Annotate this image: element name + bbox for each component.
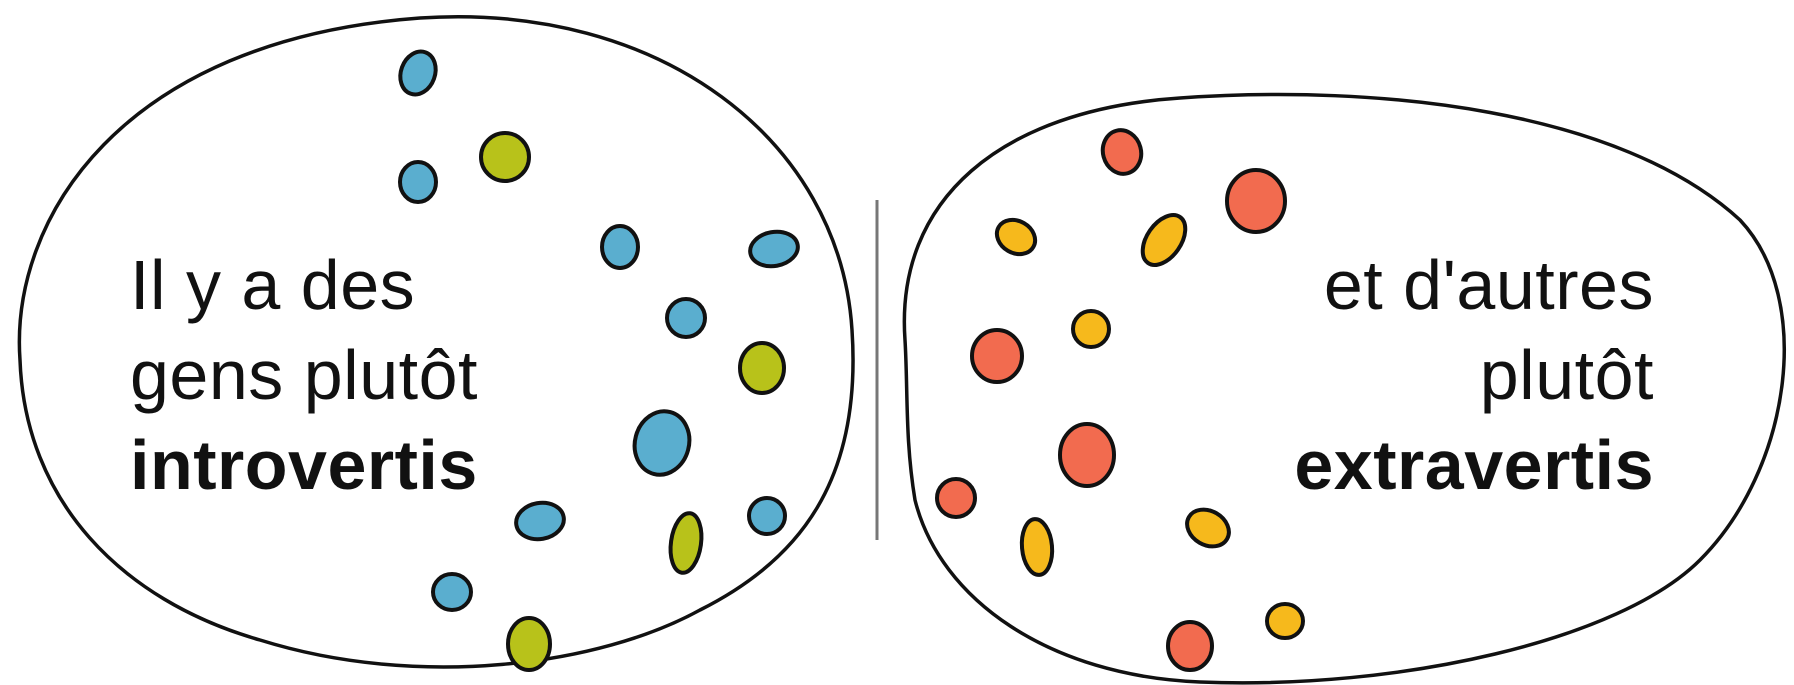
introverts-keyword: introvertis <box>130 420 478 510</box>
blue-dot <box>747 228 800 270</box>
extraverts-keyword: extravertis <box>1294 420 1654 510</box>
olive-dot <box>508 618 550 670</box>
extraverts-dots <box>937 126 1303 670</box>
yellow-dot <box>1267 604 1303 638</box>
red-dot <box>1098 126 1146 178</box>
olive-dot <box>667 511 705 575</box>
yellow-dot <box>1134 207 1194 272</box>
yellow-dot <box>1180 502 1235 553</box>
yellow-dot <box>1073 311 1109 347</box>
introverts-caption-line2: gens plutôt <box>130 330 478 420</box>
blue-dot <box>667 299 705 337</box>
blue-dot <box>749 498 785 534</box>
olive-dot <box>481 133 529 181</box>
red-dot <box>1168 622 1212 670</box>
yellow-dot <box>991 213 1042 261</box>
blue-dot <box>395 47 442 100</box>
extraverts-caption-line2: plutôt <box>1294 330 1654 420</box>
introverts-caption-line1: Il y a des <box>130 240 478 330</box>
yellow-dot <box>1020 518 1055 576</box>
red-dot <box>937 479 975 517</box>
red-dot <box>1227 170 1285 232</box>
extraverts-caption-line1: et d'autres <box>1294 240 1654 330</box>
blue-dot <box>602 226 638 268</box>
red-dot <box>972 330 1022 382</box>
blue-dot <box>513 499 567 543</box>
blue-dot <box>628 405 697 481</box>
olive-dot <box>740 343 784 393</box>
blue-dot <box>433 574 471 610</box>
red-dot <box>1060 424 1114 486</box>
blue-dot <box>400 162 436 202</box>
introverts-caption: Il y a des gens plutôt introvertis <box>130 240 478 510</box>
extraverts-caption: et d'autres plutôt extravertis <box>1294 240 1654 510</box>
